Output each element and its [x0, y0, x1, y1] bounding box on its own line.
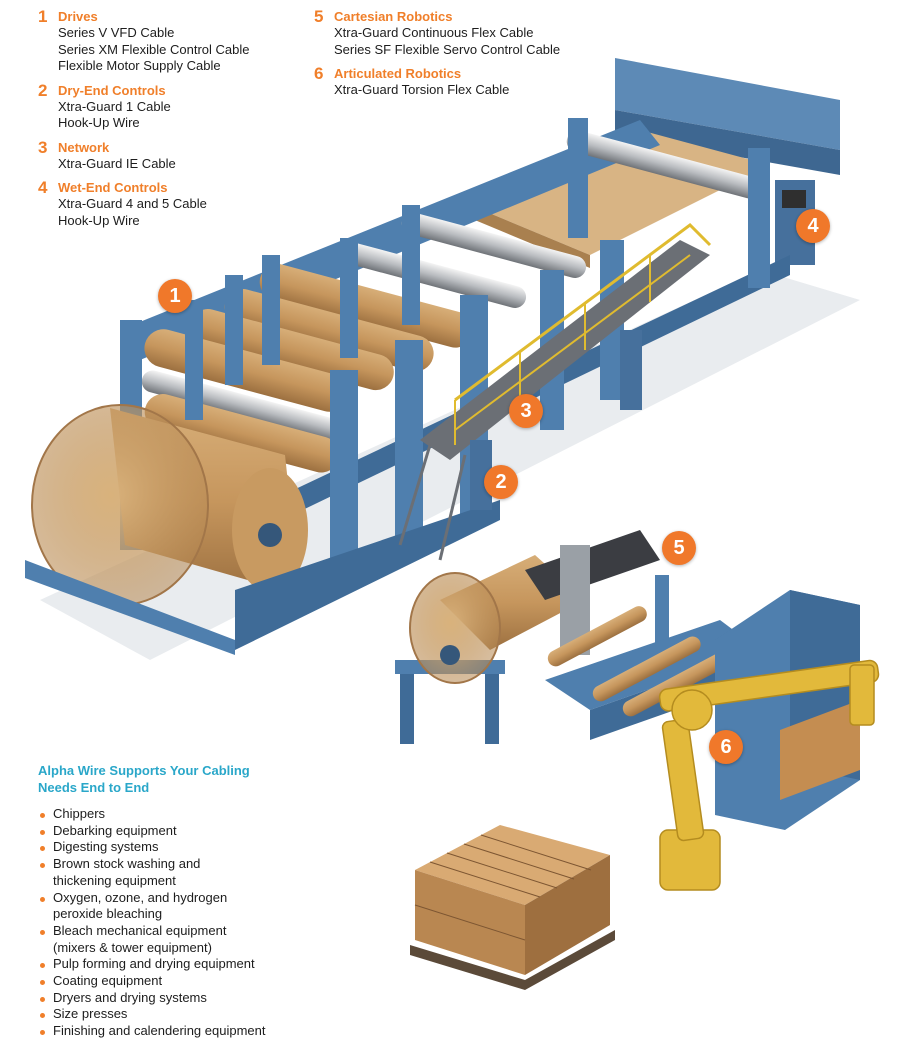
legend-line: Hook-Up Wire	[58, 115, 140, 130]
legend-number: 1	[38, 7, 48, 26]
list-item: Bleach mechanical equipment (mixers & to…	[38, 923, 263, 956]
legend-title: Articulated Robotics	[334, 66, 462, 81]
legend-line: Xtra-Guard Torsion Flex Cable	[334, 82, 510, 97]
large-paper-roll	[31, 404, 308, 606]
list-item: Dryers and drying systems	[38, 990, 265, 1007]
legend-line: Xtra-Guard IE Cable	[58, 155, 176, 171]
support-list: Chippers Debarking equipment Digesting s…	[38, 806, 265, 1040]
list-item: Brown stock washing and thickening equip…	[38, 856, 243, 889]
list-item: Coating equipment	[38, 973, 265, 990]
legend-line: Hook-Up Wire	[58, 212, 140, 228]
pallet-of-boxes	[410, 825, 615, 990]
legend-line: Series XM Flexible Control Cable	[58, 41, 250, 57]
list-item: Debarking equipment	[38, 823, 265, 840]
catwalk	[398, 223, 712, 561]
list-item: Chippers	[38, 806, 265, 823]
legend-title: Drives	[58, 9, 98, 24]
legend-title: Wet-End Controls	[58, 180, 168, 195]
legend-entry-dry-end: 2 Dry-End Controls Xtra-Guard 1 Cable Ho…	[38, 80, 249, 132]
list-item: Oxygen, ozone, and hydrogen peroxide ble…	[38, 890, 263, 923]
legend-line: Flexible Motor Supply Cable	[58, 58, 221, 73]
legend-entry-wet-end: 4 Wet-End Controls Xtra-Guard 4 and 5 Ca…	[38, 178, 249, 229]
legend-entry-network: 3 Network Xtra-Guard IE Cable	[38, 137, 249, 173]
legend-title: Network	[58, 139, 110, 155]
legend-title: Dry-End Controls	[58, 82, 166, 98]
legend-entry-articulated-robotics: 6 Articulated Robotics Xtra-Guard Torsio…	[314, 64, 560, 99]
legend-line: Series V VFD Cable	[58, 25, 175, 40]
legend-number: 6	[314, 64, 324, 83]
legend-line: Series SF Flexible Servo Control Cable	[334, 41, 561, 57]
list-item: Size presses	[38, 1006, 265, 1023]
legend-line: Xtra-Guard 1 Cable	[58, 98, 171, 114]
legend-number: 2	[38, 80, 48, 100]
list-item: Pulp forming and drying equipment	[38, 956, 265, 973]
marker-6-articulated: 6	[709, 730, 743, 764]
marker-5-cartesian: 5	[662, 531, 696, 565]
paper-sheet	[470, 130, 770, 255]
support-heading: Alpha Wire Supports Your Cabling Needs E…	[38, 763, 250, 795]
legend-entry-cartesian-robotics: 5 Cartesian Robotics Xtra-Guard Continuo…	[314, 7, 561, 58]
roller-stack	[120, 118, 770, 570]
marker-3-network: 3	[509, 394, 543, 428]
marker-2-dry-end: 2	[484, 465, 518, 499]
marker-1-drives: 1	[158, 279, 192, 313]
legend-column-left: 1 Drives Series V VFD Cable Series XM Fl…	[38, 7, 250, 237]
articulated-robot	[658, 659, 880, 891]
legend-title: Cartesian Robotics	[334, 9, 453, 24]
legend-line: Xtra-Guard Continuous Flex Cable	[334, 25, 534, 40]
legend-column-right: 5 Cartesian Robotics Xtra-Guard Continuo…	[314, 7, 561, 107]
legend-entry-drives: 1 Drives Series V VFD Cable Series XM Fl…	[38, 7, 250, 75]
legend-number: 3	[38, 137, 48, 157]
control-panel	[470, 440, 492, 510]
cartesian-robot	[525, 530, 669, 655]
packaging-enclosure	[715, 590, 860, 830]
legend-number: 4	[38, 178, 48, 197]
marker-4-wet-end: 4	[796, 209, 830, 243]
list-item: Digesting systems	[38, 839, 265, 856]
list-item: Finishing and calendering equipment	[38, 1023, 265, 1040]
legend-line: Xtra-Guard 4 and 5 Cable	[58, 196, 207, 211]
unwind-base	[25, 560, 235, 655]
legend-number: 5	[314, 7, 324, 26]
